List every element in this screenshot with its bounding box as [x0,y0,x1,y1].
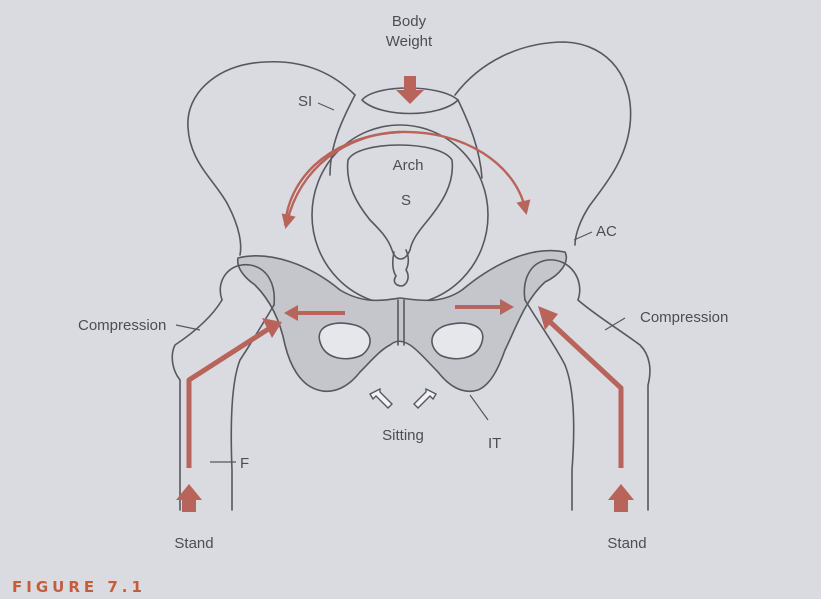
compression-right-label: Compression [640,309,728,326]
sitting-arrow-left [370,389,392,408]
ac-label: AC [596,223,617,240]
pubis-ischium [238,251,567,392]
left-stand-force-path [189,328,270,468]
body-weight-arrow [396,76,424,104]
right-stand-force-path [548,320,621,468]
femur-label: F [240,455,249,472]
it-leader [470,395,488,420]
right-femur [525,300,650,510]
right-stand-arrow [608,484,634,512]
si-joint-left [330,95,355,175]
figure-caption: FIGURE 7.1 [12,578,146,596]
body-weight-label-line1: Body [392,13,427,30]
stand-right-label: Stand [607,535,646,552]
compression-left-label: Compression [78,317,166,334]
stand-left-label: Stand [174,535,213,552]
si-label: SI [298,93,312,110]
sitting-label: Sitting [382,427,424,444]
sitting-arrow-right [414,389,436,408]
si-joint-right [458,100,482,178]
right-iliac-wing [455,42,631,245]
body-weight-label-line2: Weight [386,33,433,50]
sacrum-label: S [401,192,411,209]
obturator-foramen-right [432,323,483,359]
obturator-foramen-left [319,323,370,359]
compression-left-leader [176,325,200,330]
pelvic-inlet [312,125,488,305]
si-leader [318,103,334,110]
left-iliac-wing [188,62,355,255]
it-label: IT [488,435,501,452]
arch-label: Arch [393,157,424,174]
